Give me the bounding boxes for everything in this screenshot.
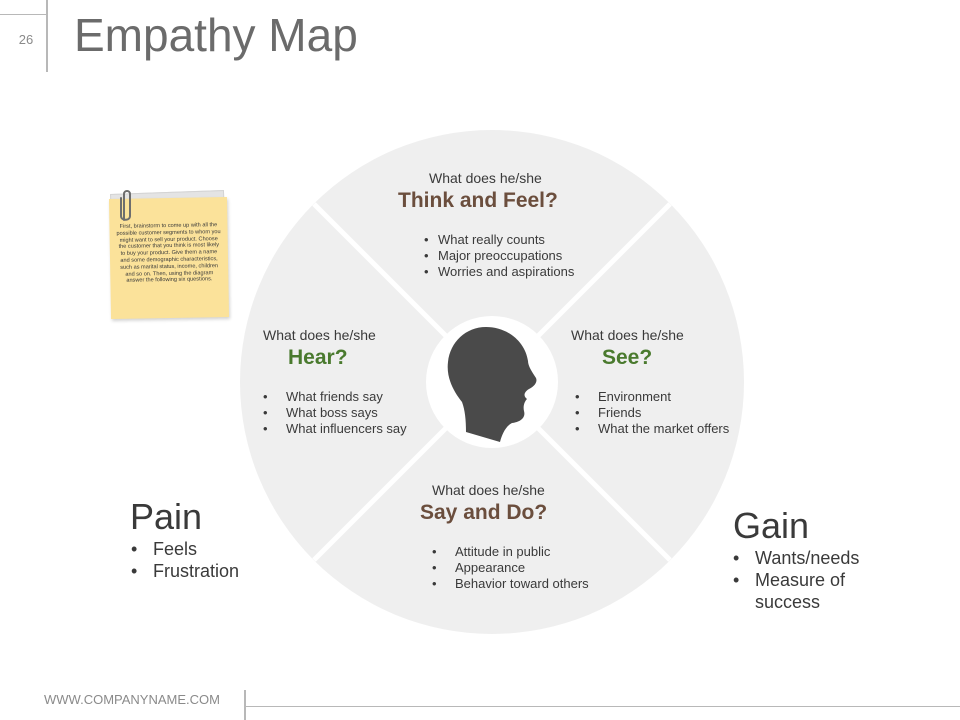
hear-bullets: What friends say What boss says What inf… [263, 389, 407, 437]
paperclip-icon [120, 190, 131, 221]
think-heading: Think and Feel? [398, 189, 558, 212]
gain-bullets: Wants/needs Measure of success [733, 547, 893, 613]
list-item: What the market offers [575, 421, 729, 437]
say-heading: Say and Do? [420, 501, 548, 524]
pain-bullets: Feels Frustration [131, 538, 291, 582]
pain-title: Pain [130, 496, 203, 537]
list-item: What boss says [263, 405, 407, 421]
gain-title: Gain [733, 505, 810, 546]
list-item: Worries and aspirations [424, 264, 574, 280]
footer-rule-vertical [244, 690, 246, 720]
list-item: Measure of success [733, 569, 893, 613]
see-heading: See? [602, 346, 653, 369]
say-label: What does he/she [432, 482, 545, 498]
think-label: What does he/she [429, 170, 542, 186]
header-rule-top [0, 14, 46, 15]
footer-url: WWW.COMPANYNAME.COM [44, 692, 220, 707]
list-item: What influencers say [263, 421, 407, 437]
empathy-map-circle [240, 130, 744, 634]
see-label: What does he/she [571, 327, 684, 343]
list-item: Frustration [131, 560, 291, 582]
list-item: Environment [575, 389, 729, 405]
hear-heading: Hear? [288, 346, 348, 369]
head-profile-icon [447, 327, 537, 442]
say-bullets: Attitude in public Appearance Behavior t… [432, 544, 589, 592]
see-bullets: Environment Friends What the market offe… [575, 389, 729, 437]
list-item: Attitude in public [432, 544, 589, 560]
think-bullets: What really counts Major preoccupations … [424, 232, 574, 280]
list-item: Friends [575, 405, 729, 421]
hear-label: What does he/she [263, 327, 376, 343]
list-item: What really counts [424, 232, 574, 248]
list-item: Feels [131, 538, 291, 560]
list-item: Major preoccupations [424, 248, 574, 264]
footer-rule-horizontal [246, 706, 960, 707]
list-item: Wants/needs [733, 547, 893, 569]
sticky-note-text: First, brainstorm to come up with all th… [116, 222, 221, 285]
list-item: What friends say [263, 389, 407, 405]
header-rule-vertical [46, 0, 48, 72]
slide-title: Empathy Map [74, 9, 358, 61]
list-item: Appearance [432, 560, 589, 576]
slide-number: 26 [18, 32, 34, 47]
list-item: Behavior toward others [432, 576, 589, 592]
